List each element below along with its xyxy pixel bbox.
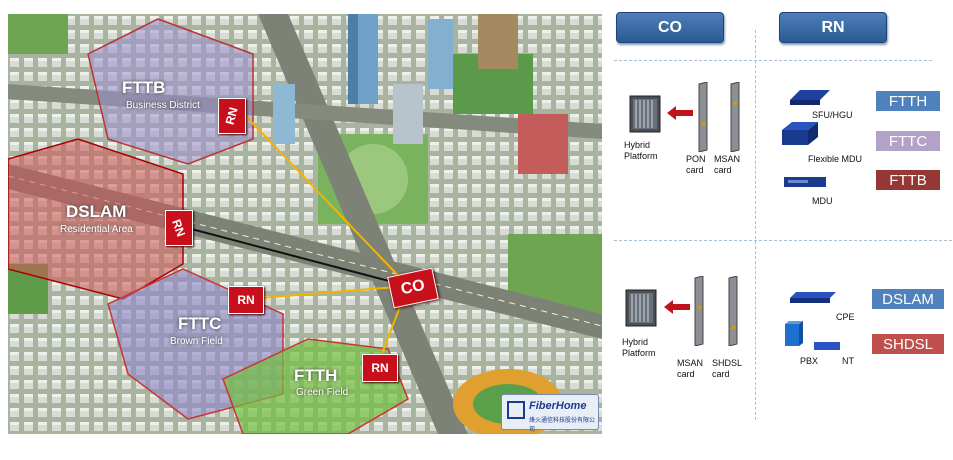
rn-label: RN bbox=[222, 105, 242, 127]
pon-card-icon bbox=[698, 82, 708, 152]
divider-middle bbox=[614, 240, 952, 241]
logo-tagline: 烽火通信科技股份有限公司 bbox=[529, 418, 596, 433]
rn-node-dslam: RN bbox=[165, 210, 193, 246]
shdsl-card-icon bbox=[728, 276, 738, 346]
divider-vertical bbox=[755, 30, 756, 420]
nt-icon bbox=[814, 342, 840, 350]
hybrid-platform-icon bbox=[625, 289, 657, 327]
divider-top bbox=[614, 60, 932, 61]
zone-dslam-subtitle: Residential Area bbox=[60, 224, 133, 235]
arrow-left-icon bbox=[667, 106, 693, 120]
pbx-icon bbox=[785, 321, 803, 346]
zone-dslam-title: DSLAM bbox=[66, 202, 127, 221]
zone-ftth-subtitle: Green Field bbox=[296, 387, 349, 398]
pbx-label: PBX bbox=[800, 356, 819, 366]
rn-node-ftth: RN bbox=[362, 354, 398, 382]
arrow-left-icon bbox=[664, 300, 690, 314]
cpe-icon bbox=[790, 292, 836, 303]
cpe-label: CPE bbox=[836, 312, 855, 322]
pon-card-label: PON card bbox=[686, 154, 706, 175]
rn-node-fttc: RN bbox=[228, 286, 264, 314]
logo-mark-icon bbox=[507, 401, 525, 419]
logo-name: FiberHome bbox=[529, 400, 587, 412]
fiberhome-logo: FiberHome 烽火通信科技股份有限公司 bbox=[501, 394, 599, 433]
map-illustration bbox=[8, 14, 602, 434]
tag-fttc: FTTC bbox=[876, 131, 940, 151]
top-platform-label: Hybrid Platform bbox=[624, 140, 658, 161]
sfu-hgu-label: SFU/HGU bbox=[812, 110, 853, 120]
msan-card-label: MSAN card bbox=[677, 358, 704, 379]
mdu-icon bbox=[784, 177, 826, 187]
co-label: CO bbox=[399, 276, 427, 299]
rn-label: RN bbox=[169, 217, 189, 239]
hybrid-platform-icon bbox=[629, 95, 661, 133]
zone-fttb-subtitle: Business District bbox=[126, 100, 200, 111]
nt-label: NT bbox=[842, 356, 854, 366]
zone-fttc-subtitle: Brown Field bbox=[170, 336, 223, 347]
tag-fttb: FTTB bbox=[876, 170, 940, 190]
zone-fttc-title: FTTC bbox=[178, 314, 222, 333]
mdu-label: MDU bbox=[812, 196, 833, 206]
msan-card-icon bbox=[694, 276, 704, 346]
flexible-mdu-label: Flexible MDU bbox=[808, 154, 863, 164]
bottom-platform-label: Hybrid Platform bbox=[622, 337, 656, 358]
zone-fttb-title: FTTB bbox=[122, 78, 166, 97]
co-header: CO bbox=[616, 12, 724, 43]
tag-ftth: FTTH bbox=[876, 91, 940, 111]
flexible-mdu-icon bbox=[782, 122, 818, 145]
tag-dslam: DSLAM bbox=[872, 289, 944, 309]
zone-ftth-title: FTTH bbox=[294, 366, 338, 385]
tag-shdsl: SHDSL bbox=[872, 334, 944, 354]
rn-label: RN bbox=[371, 361, 389, 375]
msan-card-label: MSAN card bbox=[714, 154, 741, 175]
msan-card-icon bbox=[730, 82, 740, 152]
rn-header: RN bbox=[779, 12, 887, 43]
network-map: FTTB Business District DSLAM Residential… bbox=[8, 14, 602, 434]
rn-label: RN bbox=[237, 293, 255, 307]
sfu-hgu-icon bbox=[790, 90, 830, 105]
shdsl-card-label: SHDSL card bbox=[712, 358, 742, 379]
rn-node-fttb: RN bbox=[218, 98, 246, 134]
